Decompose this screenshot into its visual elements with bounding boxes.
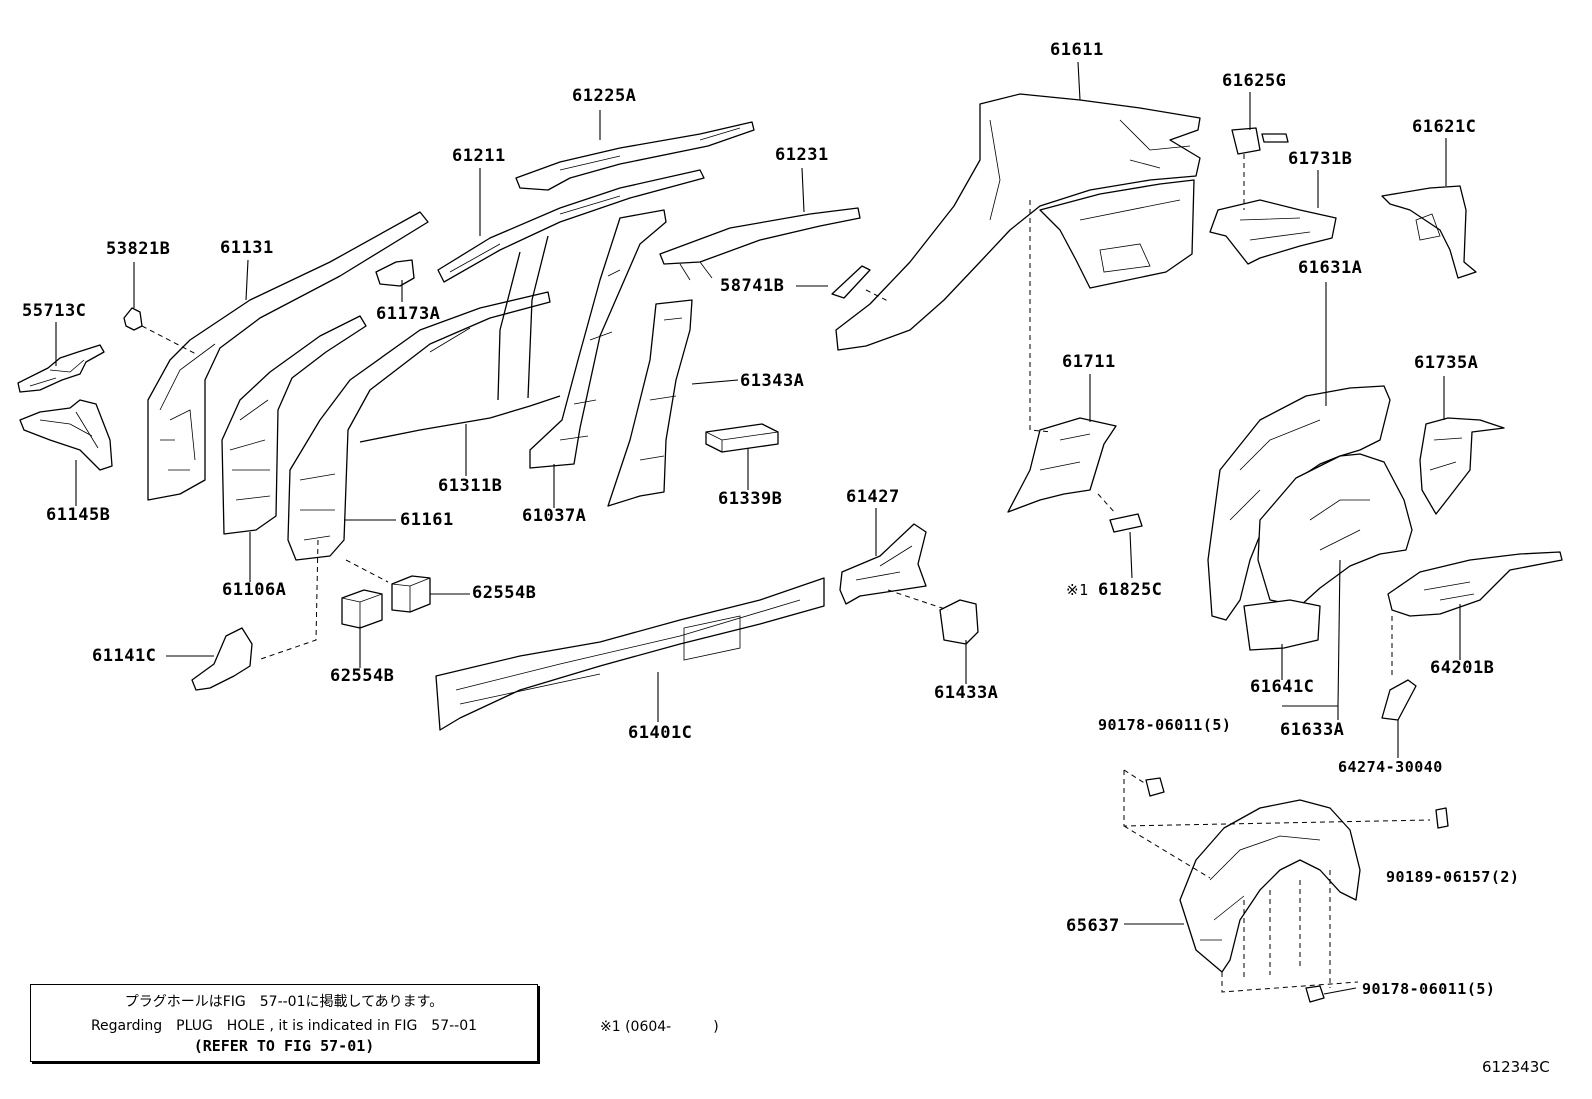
- dashed-guides: [141, 154, 1431, 993]
- label-61161: 61161: [400, 510, 454, 530]
- label-61211: 61211: [452, 146, 506, 166]
- label-61631a: 61631A: [1298, 258, 1363, 278]
- part-61711: [1007, 417, 1117, 513]
- part-61141c: [191, 627, 253, 691]
- drawing-code: 612343C: [1482, 1058, 1550, 1076]
- label-64274-30040: 64274-30040: [1338, 758, 1443, 776]
- part-90178-06011-top: [1145, 777, 1165, 797]
- label-61825c: 61825C: [1098, 580, 1163, 600]
- part-61343a: [607, 299, 693, 507]
- label-61731b: 61731B: [1288, 149, 1353, 169]
- label-61625g: 61625G: [1222, 71, 1287, 91]
- label-62554b-b: 62554B: [330, 666, 395, 686]
- part-61211: [437, 169, 705, 283]
- note-line-english: Regarding PLUG HOLE , it is indicated in…: [90, 1018, 478, 1034]
- label-90189-06157: 90189-06157(2): [1386, 868, 1520, 886]
- note-line-refer: (REFER TO FIG 57-01): [193, 1037, 375, 1055]
- part-61339b: [705, 423, 779, 453]
- label-90178-06011-bottom: 90178-06011(5): [1362, 980, 1496, 998]
- plug-hole-note: プラグホールはFIG 57--01に掲載してあります。 Regarding PL…: [30, 984, 538, 1062]
- part-61825c: [1109, 513, 1143, 533]
- part-61173a: [375, 259, 415, 287]
- part-53821b: [123, 307, 143, 331]
- part-61631a: [1207, 385, 1391, 621]
- label-61343a: 61343A: [740, 371, 805, 391]
- part-90189-06157: [1435, 807, 1449, 829]
- label-61427: 61427: [846, 487, 900, 507]
- label-61311b: 61311B: [438, 476, 503, 496]
- label-64201b: 64201B: [1430, 658, 1495, 678]
- part-61735a: [1419, 417, 1505, 515]
- footnote-mark: ※1 (0604- ): [600, 1019, 719, 1035]
- label-61611: 61611: [1050, 40, 1104, 60]
- label-61711: 61711: [1062, 352, 1116, 372]
- label-55713c: 55713C: [22, 301, 87, 321]
- part-61611-inner: [1039, 179, 1195, 289]
- part-62554b-a: [391, 575, 431, 613]
- part-64274-30040: [1381, 679, 1417, 721]
- part-55713c: [17, 344, 105, 393]
- part-62554b-b: [341, 589, 383, 629]
- label-65637: 65637: [1066, 916, 1120, 936]
- part-61731b: [1209, 199, 1337, 265]
- part-61433a: [939, 599, 979, 645]
- part-61131: [147, 211, 429, 501]
- label-61141c: 61141C: [92, 646, 157, 666]
- part-61641c: [1243, 599, 1321, 651]
- part-61311b: [359, 235, 561, 443]
- part-61037a: [529, 209, 667, 469]
- part-61106a: [221, 315, 367, 535]
- part-61145b: [19, 399, 113, 471]
- part-61401c: [435, 577, 825, 731]
- label-61131: 61131: [220, 238, 274, 258]
- label-90178-06011-top: 90178-06011(5): [1098, 716, 1232, 734]
- part-61621c: [1381, 185, 1477, 279]
- label-61225a: 61225A: [572, 86, 637, 106]
- part-61625g: [1231, 127, 1289, 155]
- label-53821b: 53821B: [106, 239, 171, 259]
- part-64201b: [1387, 551, 1563, 617]
- label-58741b: 58741B: [720, 276, 785, 296]
- label-61037a: 61037A: [522, 506, 587, 526]
- label-61621c: 61621C: [1412, 117, 1477, 137]
- label-61173a: 61173A: [376, 304, 441, 324]
- label-62554b-a: 62554B: [472, 583, 537, 603]
- part-61611: [835, 93, 1201, 351]
- part-90178-06011-bottom: [1305, 985, 1325, 1003]
- part-58741b: [831, 265, 871, 299]
- label-61339b: 61339B: [718, 489, 783, 509]
- label-61633a: 61633A: [1280, 720, 1345, 740]
- part-61225a: [515, 121, 755, 191]
- part-61427: [839, 523, 927, 605]
- part-61231: [659, 207, 861, 281]
- label-61231: 61231: [775, 145, 829, 165]
- label-61825c-mark: ※1: [1066, 581, 1089, 599]
- label-61433a: 61433A: [934, 683, 999, 703]
- label-61735a: 61735A: [1414, 353, 1479, 373]
- label-61401c: 61401C: [628, 723, 693, 743]
- label-61145b: 61145B: [46, 505, 111, 525]
- leader-lines: [55, 61, 1461, 995]
- part-65637: [1179, 799, 1361, 973]
- part-61161: [287, 291, 551, 561]
- label-61106a: 61106A: [222, 580, 287, 600]
- label-61641c: 61641C: [1250, 677, 1315, 697]
- note-line-japanese: プラグホールはFIG 57--01に掲載してあります。: [124, 994, 444, 1010]
